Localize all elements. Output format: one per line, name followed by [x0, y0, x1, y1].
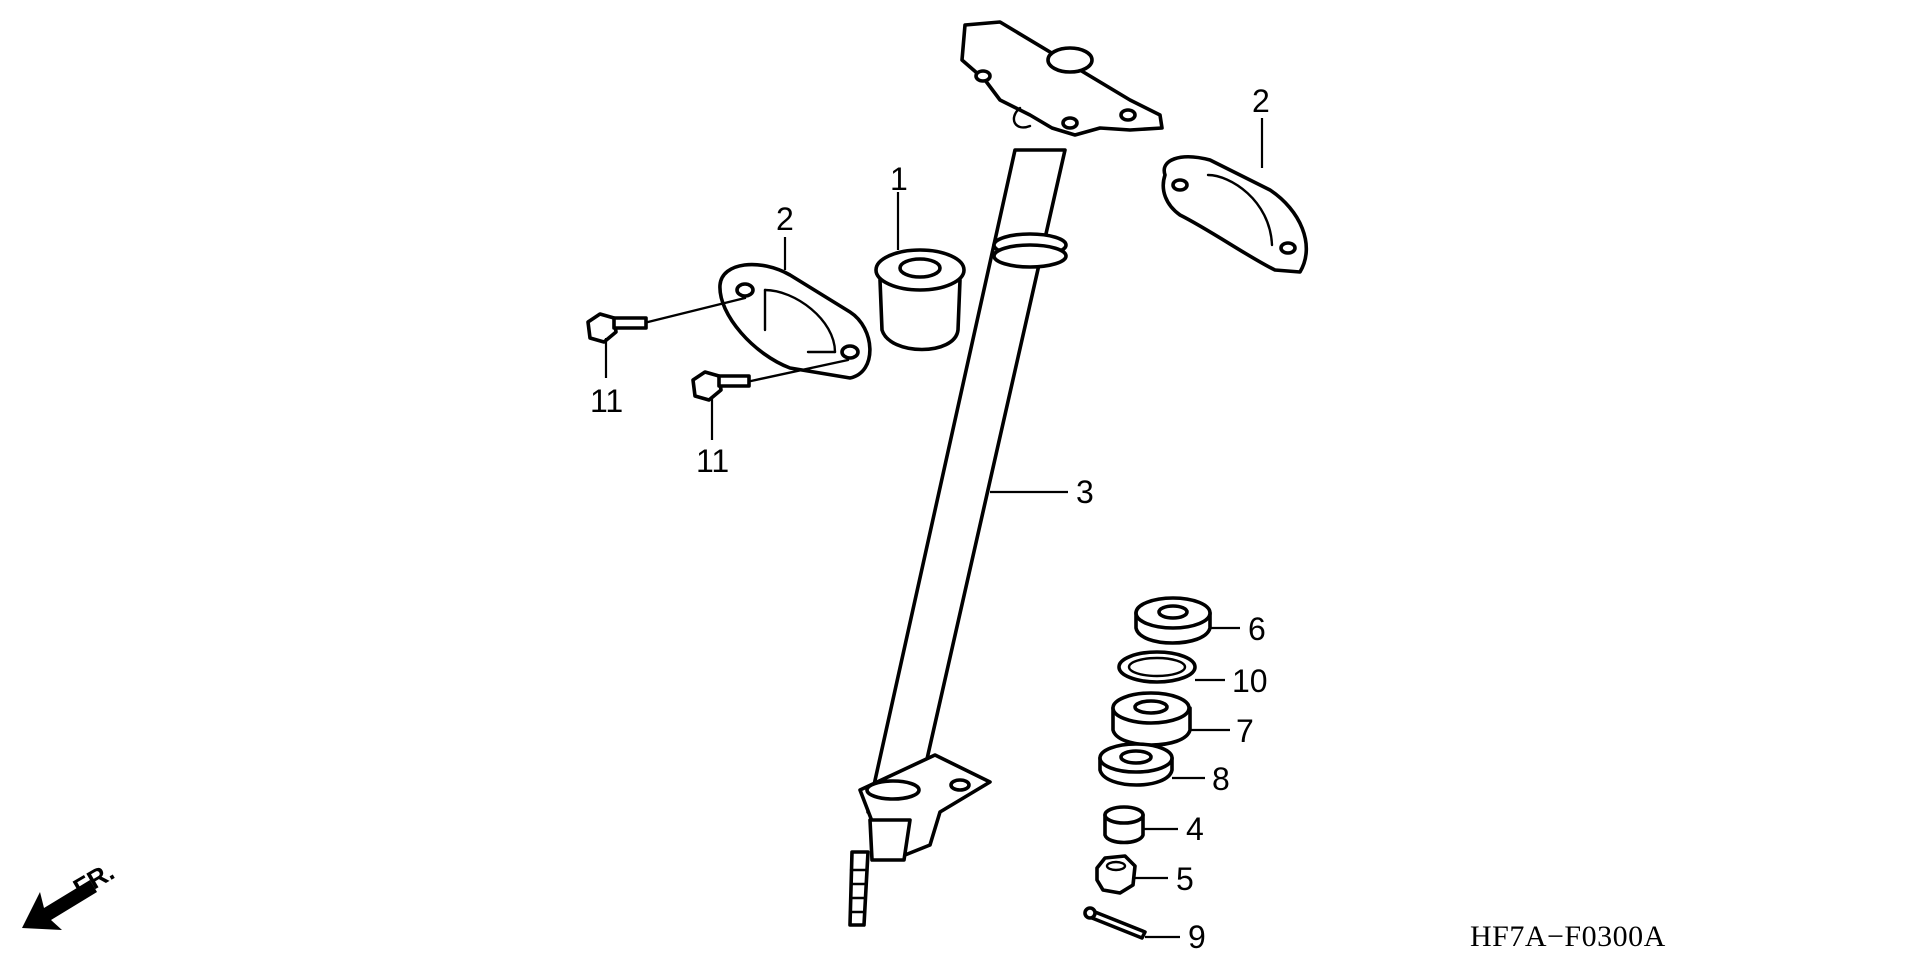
leader-lines — [604, 118, 1264, 939]
callout-7: 7 — [1236, 713, 1254, 749]
front-direction-indicator: FR. — [22, 856, 119, 930]
callout-8: 8 — [1212, 761, 1230, 797]
callout-3: 3 — [1076, 474, 1094, 510]
callouts: 1 2 2 3 6 10 7 8 4 5 9 11 11 — [590, 83, 1270, 955]
callout-2-right: 2 — [1252, 83, 1270, 119]
callout-2-left: 2 — [776, 201, 794, 237]
oil-seal — [1134, 596, 1212, 645]
callout-9: 9 — [1188, 919, 1206, 955]
collar — [1103, 805, 1145, 845]
drawing-code: HF7A−F0300A — [1470, 920, 1666, 953]
shaft-holder-left — [718, 262, 872, 380]
callout-10: 10 — [1232, 663, 1268, 699]
callout-1: 1 — [890, 161, 908, 197]
callout-5: 5 — [1176, 861, 1194, 897]
front-arrow-icon — [22, 880, 97, 930]
bearing — [1111, 691, 1192, 747]
dust-seal — [1098, 742, 1174, 787]
cotter-pin — [1083, 906, 1147, 940]
bolt-upper — [586, 296, 747, 344]
callout-4: 4 — [1186, 811, 1204, 847]
circlip — [1117, 650, 1197, 684]
bolt-lower — [691, 358, 850, 402]
shaft-holder-right — [1161, 155, 1309, 274]
callout-11-lower: 11 — [696, 443, 729, 479]
steering-shaft — [848, 20, 1164, 927]
castle-nut — [1095, 854, 1137, 895]
callout-6: 6 — [1248, 611, 1266, 647]
bushing — [874, 248, 966, 352]
callout-11-upper: 11 — [590, 383, 623, 419]
